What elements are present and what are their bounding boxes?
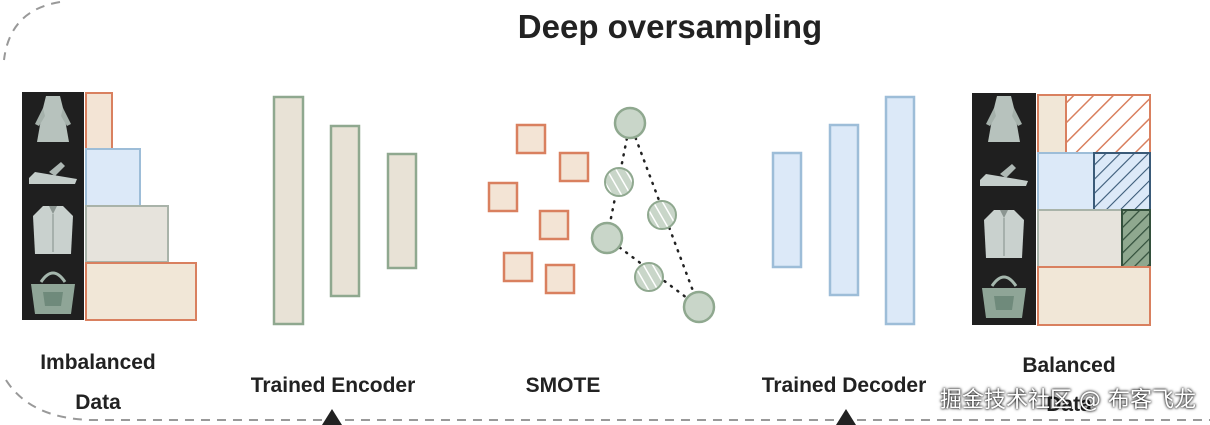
shirt-icon [984,210,1024,258]
label-imbalanced-line2: Data [75,391,121,414]
dashed-border [3,1,1210,421]
shirt-icon [33,206,73,254]
encoder-layer-3 [386,152,418,270]
label-smote: SMOTE [525,374,601,397]
class-bar-1 [85,92,113,150]
sandal-icon [980,164,1028,186]
encoder-layer-2 [329,124,361,298]
sandal-icon [29,162,77,184]
class-bar-4 [85,262,197,321]
bag-icon [982,275,1026,318]
decoder-layer-2 [828,123,860,297]
encoder-layers [272,95,418,326]
decoder-layers [771,95,916,326]
up-arrow-icon [322,409,342,425]
encoder-layer-1 [272,95,305,326]
label-encoder: Trained Encoder [250,374,416,397]
bag-icon [31,271,75,314]
synthetic-points [604,167,677,292]
diagram-title: Deep oversampling [517,8,823,45]
label-balanced-line1: Balanced [1022,354,1116,377]
class-bar-3 [85,205,169,263]
majority-points [487,123,590,295]
dress-icon [35,96,71,142]
watermark: 掘金技术社区 @ 布客飞龙 [940,388,1196,413]
dress-icon [986,96,1022,142]
smote-space [487,106,716,324]
minority-points [590,106,716,324]
decoder-layer-1 [771,151,803,269]
imbalanced-data-graphic [22,92,197,321]
up-arrow-icon [836,409,856,425]
decoder-layer-3 [884,95,916,326]
label-balanced-line2: Data [1046,393,1092,416]
balanced-data-graphic [972,93,1151,326]
label-decoder: Trained Decoder [761,374,927,397]
label-imbalanced-line1: Imbalanced [40,351,156,374]
class-bar-2 [85,148,141,207]
